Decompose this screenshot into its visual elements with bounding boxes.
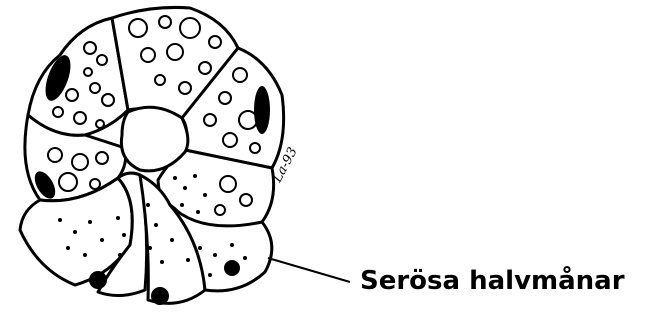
mucous-cell-left (28, 18, 128, 135)
nucleus (89, 271, 107, 289)
leader-line (268, 258, 350, 282)
serous-demilune-label: Serösa halvmånar (360, 266, 625, 296)
nucleus (224, 260, 240, 276)
nucleus (151, 287, 169, 305)
nucleus (254, 86, 270, 134)
